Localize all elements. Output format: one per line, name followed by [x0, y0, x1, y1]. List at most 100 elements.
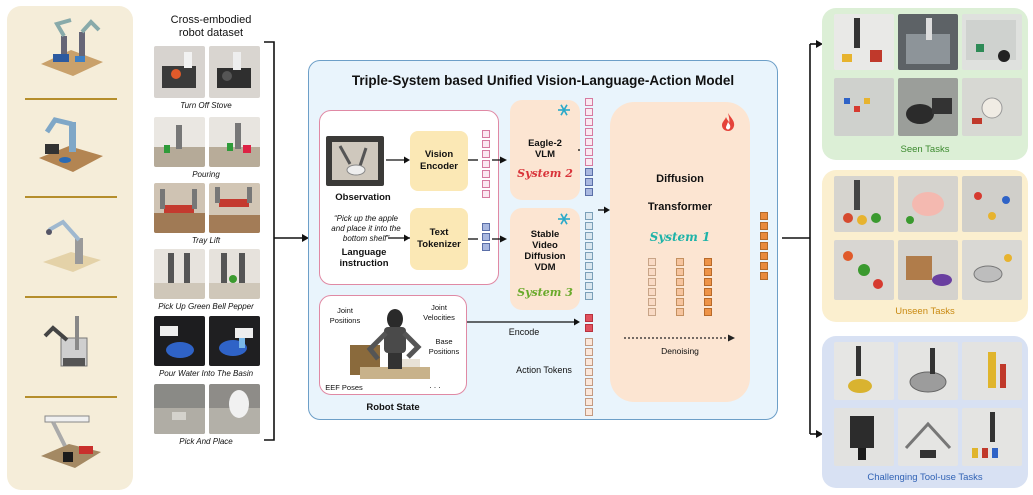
ellipsis-label: . . . — [429, 381, 441, 390]
dataset-image — [154, 46, 205, 98]
snowflake-icon — [558, 213, 570, 225]
seen-task-image — [962, 14, 1022, 70]
observation-label: Observation — [335, 192, 391, 203]
action-token — [585, 378, 593, 386]
denoising-label: Denoising — [661, 346, 699, 356]
challenging-task-image — [962, 342, 1022, 400]
unseen-task-image — [962, 240, 1022, 300]
action-token — [585, 358, 593, 366]
vdm-token — [585, 222, 593, 230]
dataset-caption: Pick Up Green Bell Pepper — [158, 302, 254, 311]
denoising-token — [676, 288, 684, 296]
vlm-token — [585, 178, 593, 186]
dataset-caption: Tray Lift — [191, 236, 221, 245]
denoising-token — [704, 308, 712, 316]
denoising-token — [676, 308, 684, 316]
denoising-token — [676, 268, 684, 276]
dataset-image — [154, 384, 205, 434]
joint-velocities-label: Joint Velocities — [423, 303, 455, 322]
vlm-label: Eagle-2 VLM — [528, 138, 562, 160]
text-token — [482, 233, 490, 241]
divider — [25, 296, 117, 298]
vlm-token — [585, 108, 593, 116]
denoising-token — [648, 298, 656, 306]
text-token — [482, 223, 490, 231]
vdm-token — [585, 262, 593, 270]
dual-arm-robot-image — [41, 18, 103, 76]
vdm-token — [585, 272, 593, 280]
seen-tasks-title: Seen Tasks — [900, 144, 950, 155]
vdm-token — [585, 292, 593, 300]
seen-task-image — [834, 14, 894, 70]
challenging-task-image — [898, 342, 958, 400]
vdm-token — [585, 232, 593, 240]
vlm-token — [585, 158, 593, 166]
dit-label-line1: Diffusion — [656, 173, 704, 185]
output-action-token — [760, 252, 768, 260]
system3-label: System 3 — [517, 286, 573, 299]
divider — [25, 98, 117, 100]
dataset-image — [154, 316, 205, 366]
system1-label: System 1 — [649, 230, 711, 244]
divider — [25, 396, 117, 398]
vision-token — [482, 190, 490, 198]
vlm-token — [585, 188, 593, 196]
snowflake-icon — [558, 104, 570, 116]
output-action-token — [760, 242, 768, 250]
denoising-token — [648, 308, 656, 316]
dataset-image — [209, 249, 260, 299]
denoising-token — [704, 268, 712, 276]
single-arm-robot-image — [43, 316, 88, 367]
joint-positions-label: Joint Positions — [329, 306, 361, 325]
vlm-box — [510, 100, 580, 200]
vdm-token — [585, 242, 593, 250]
denoising-token — [676, 298, 684, 306]
denoising-token — [676, 278, 684, 286]
dataset-image — [209, 384, 260, 434]
output-action-token — [760, 262, 768, 270]
base-positions-label: Base Positions — [428, 337, 460, 356]
vdm-token — [585, 212, 593, 220]
dataset-caption: Pick And Place — [179, 437, 233, 446]
vdm-label: Stable Video Diffusion VDM — [524, 229, 566, 273]
unseen-tasks-title: Unseen Tasks — [895, 306, 955, 317]
dataset-caption: Pouring — [192, 170, 220, 179]
unseen-task-image — [898, 176, 958, 232]
robot-state-title: Robot State — [366, 402, 420, 413]
action-token — [585, 338, 593, 346]
dataset-caption: Turn Off Stove — [180, 101, 232, 110]
vision-token — [482, 160, 490, 168]
diffusion-transformer-box — [610, 102, 750, 402]
humanoid-robot-state-image — [350, 309, 430, 379]
vlm-token — [585, 118, 593, 126]
mobile-arm-robot-image — [43, 219, 101, 272]
vdm-box — [510, 208, 580, 310]
seen-task-image — [834, 78, 894, 136]
dataset-image — [209, 183, 260, 233]
vlm-token — [585, 168, 593, 176]
dataset-image — [154, 183, 205, 233]
eef-poses-label: EEF Poses — [325, 383, 363, 392]
dataset-image — [209, 316, 260, 366]
dataset-bracket-arrow — [264, 41, 309, 441]
denoising-token — [648, 288, 656, 296]
action-token — [585, 388, 593, 396]
vlm-token — [585, 128, 593, 136]
action-token — [585, 408, 593, 416]
vlm-token — [585, 138, 593, 146]
vision-token — [482, 140, 490, 148]
text-token — [482, 243, 490, 251]
denoising-token — [704, 258, 712, 266]
instruction-label: Language instruction — [339, 247, 389, 269]
dataset-caption: Pour Water Into The Basin — [158, 369, 254, 378]
output-action-token — [760, 222, 768, 230]
action-token — [585, 348, 593, 356]
challenging-tasks-title: Challenging Tool-use Tasks — [867, 472, 983, 483]
system2-label: System 2 — [517, 167, 573, 180]
state-token — [585, 324, 593, 332]
output-bracket-arrow — [782, 40, 823, 438]
unseen-task-image — [898, 240, 958, 300]
vdm-token — [585, 282, 593, 290]
vlm-token — [585, 148, 593, 156]
